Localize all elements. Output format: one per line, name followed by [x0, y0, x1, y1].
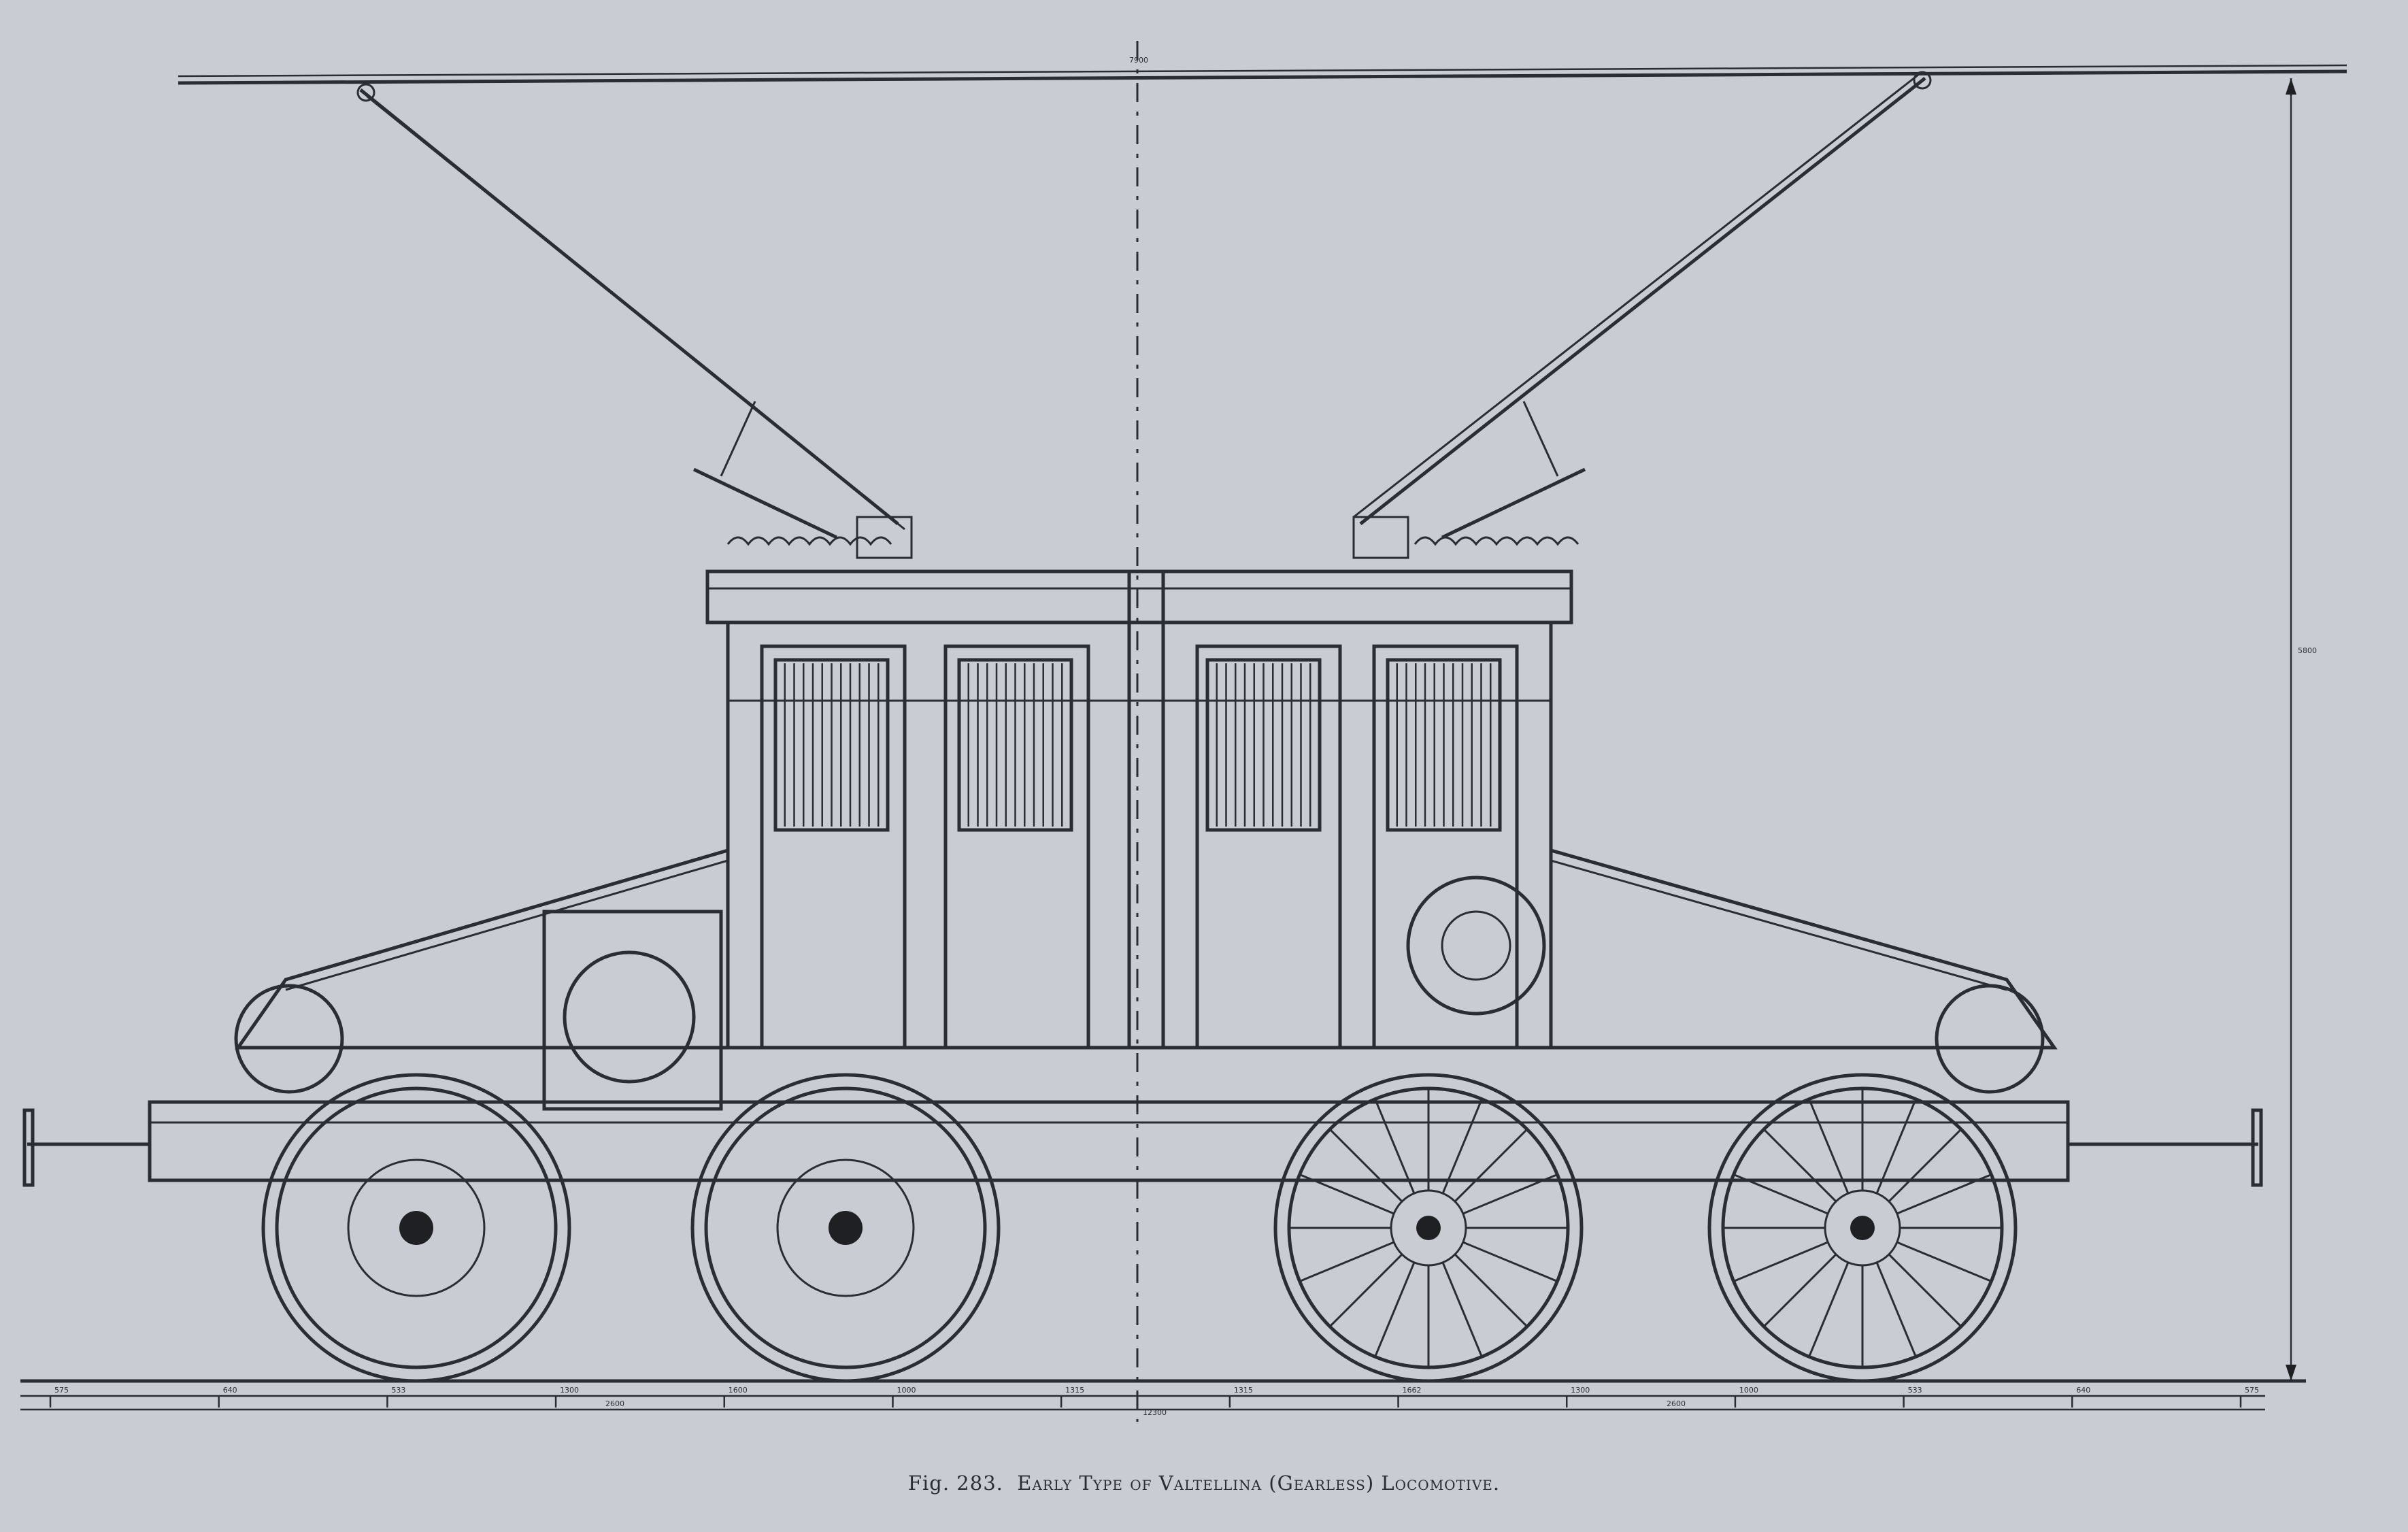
figure-number: Fig. 283. — [907, 1471, 1003, 1495]
dimension-label: 533 — [1908, 1386, 1922, 1395]
figure-title: Early Type of Valtellina (Gearless) Loco… — [1017, 1471, 1501, 1495]
dimension-label: 1300 — [1571, 1386, 1590, 1395]
dimension-label: 533 — [391, 1386, 405, 1395]
dimension-label: 1315 — [1234, 1386, 1253, 1395]
wheel-3 — [1273, 1073, 1584, 1383]
cab-body — [705, 569, 1573, 1050]
dimension-label: 1000 — [1739, 1386, 1758, 1395]
dim-center-mark: 12300 — [1143, 1408, 1167, 1417]
wheel-1 — [261, 1073, 571, 1383]
dimension-label: 575 — [54, 1386, 69, 1395]
dimension-label: 2600 — [605, 1399, 624, 1408]
dimension-label: 575 — [2245, 1386, 2259, 1395]
dimension-label: 640 — [223, 1386, 237, 1395]
pantograph-right — [1352, 71, 1932, 559]
wheels — [261, 1073, 2018, 1383]
dimension-label: 1315 — [1065, 1386, 1084, 1395]
hood-right — [1406, 848, 2058, 1094]
wheel-2 — [690, 1073, 1001, 1383]
dimension-label: 640 — [2076, 1386, 2090, 1395]
main-frame — [22, 1100, 2263, 1187]
figure-caption: Fig. 283. Early Type of Valtellina (Gear… — [0, 1471, 2408, 1495]
hood-left — [234, 848, 729, 1111]
wheel-4 — [1707, 1073, 2018, 1383]
cab-windows — [773, 658, 1502, 832]
contact-wire: 7900 — [178, 56, 2347, 85]
rail-and-dimensions: 575 640 533 1300 1600 1000 1315 1315 1662 1300 100… — [20, 78, 2317, 1417]
dimension-label: 1000 — [897, 1386, 916, 1395]
dimension-label: 1662 — [1403, 1386, 1422, 1395]
dimension-label: 1600 — [729, 1386, 748, 1395]
dimension-label: 2600 — [1667, 1399, 1686, 1408]
dim-right-height: 5800 — [2298, 646, 2317, 655]
dim-top-overall: 7900 — [1129, 56, 1148, 65]
dimension-label: 1300 — [560, 1386, 579, 1395]
pantograph-left — [356, 83, 913, 559]
